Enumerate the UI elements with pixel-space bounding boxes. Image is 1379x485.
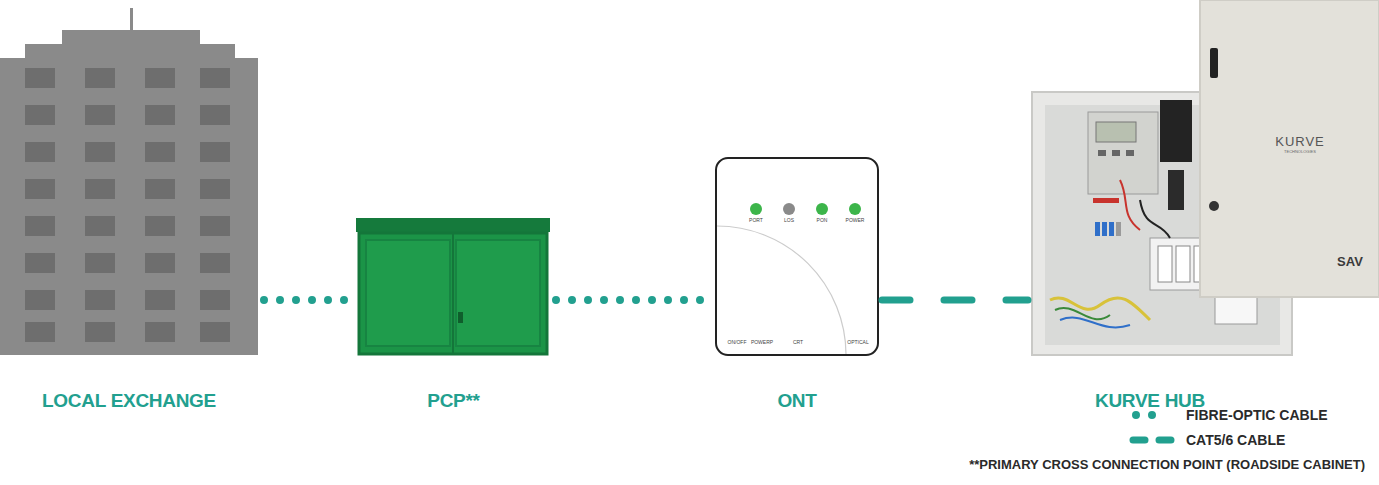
- cabinet-node: PCP**: [357, 218, 550, 355]
- legend-text: FIBRE-OPTIC CABLE: [1186, 407, 1328, 423]
- brand-marking: TECHNOLOGIES: [1200, 149, 1379, 155]
- legend-row: CAT5/6 CABLE: [1128, 427, 1328, 452]
- node-label: LOCAL EXCHANGE: [0, 390, 258, 412]
- brand-marking: KURVE: [1200, 134, 1379, 149]
- fibre-optic-cable: [264, 296, 353, 304]
- roadside-cabinet: [356, 218, 550, 354]
- exchange-building: [0, 8, 258, 355]
- device-marking: POWERP: [662, 339, 862, 346]
- ont-node: ONT: [716, 158, 878, 355]
- device-marking: OPTICAL: [758, 339, 958, 346]
- ont-device: [716, 158, 878, 355]
- kurve-hub-enclosure: [1032, 0, 1379, 355]
- brand-marking: SAV: [1250, 254, 1379, 269]
- node-label: KURVE HUB: [1050, 390, 1250, 412]
- legend-swatch: [1128, 433, 1176, 447]
- device-marking: POWER: [755, 217, 955, 224]
- footnote: **PRIMARY CROSS CONNECTION POINT (ROADSI…: [969, 457, 1365, 472]
- device-marking: ON/OFF: [637, 339, 837, 346]
- fibre-optic-cable: [556, 296, 712, 304]
- cat-cable: [882, 297, 1028, 304]
- node-label: PCP**: [357, 390, 550, 412]
- device-marking: PON: [722, 217, 922, 224]
- exchange-node: LOCAL EXCHANGE: [0, 10, 258, 355]
- hub-node: KURVE HUB: [1032, 0, 1379, 355]
- legend-text: CAT5/6 CABLE: [1186, 432, 1285, 448]
- node-label: ONT: [716, 390, 878, 412]
